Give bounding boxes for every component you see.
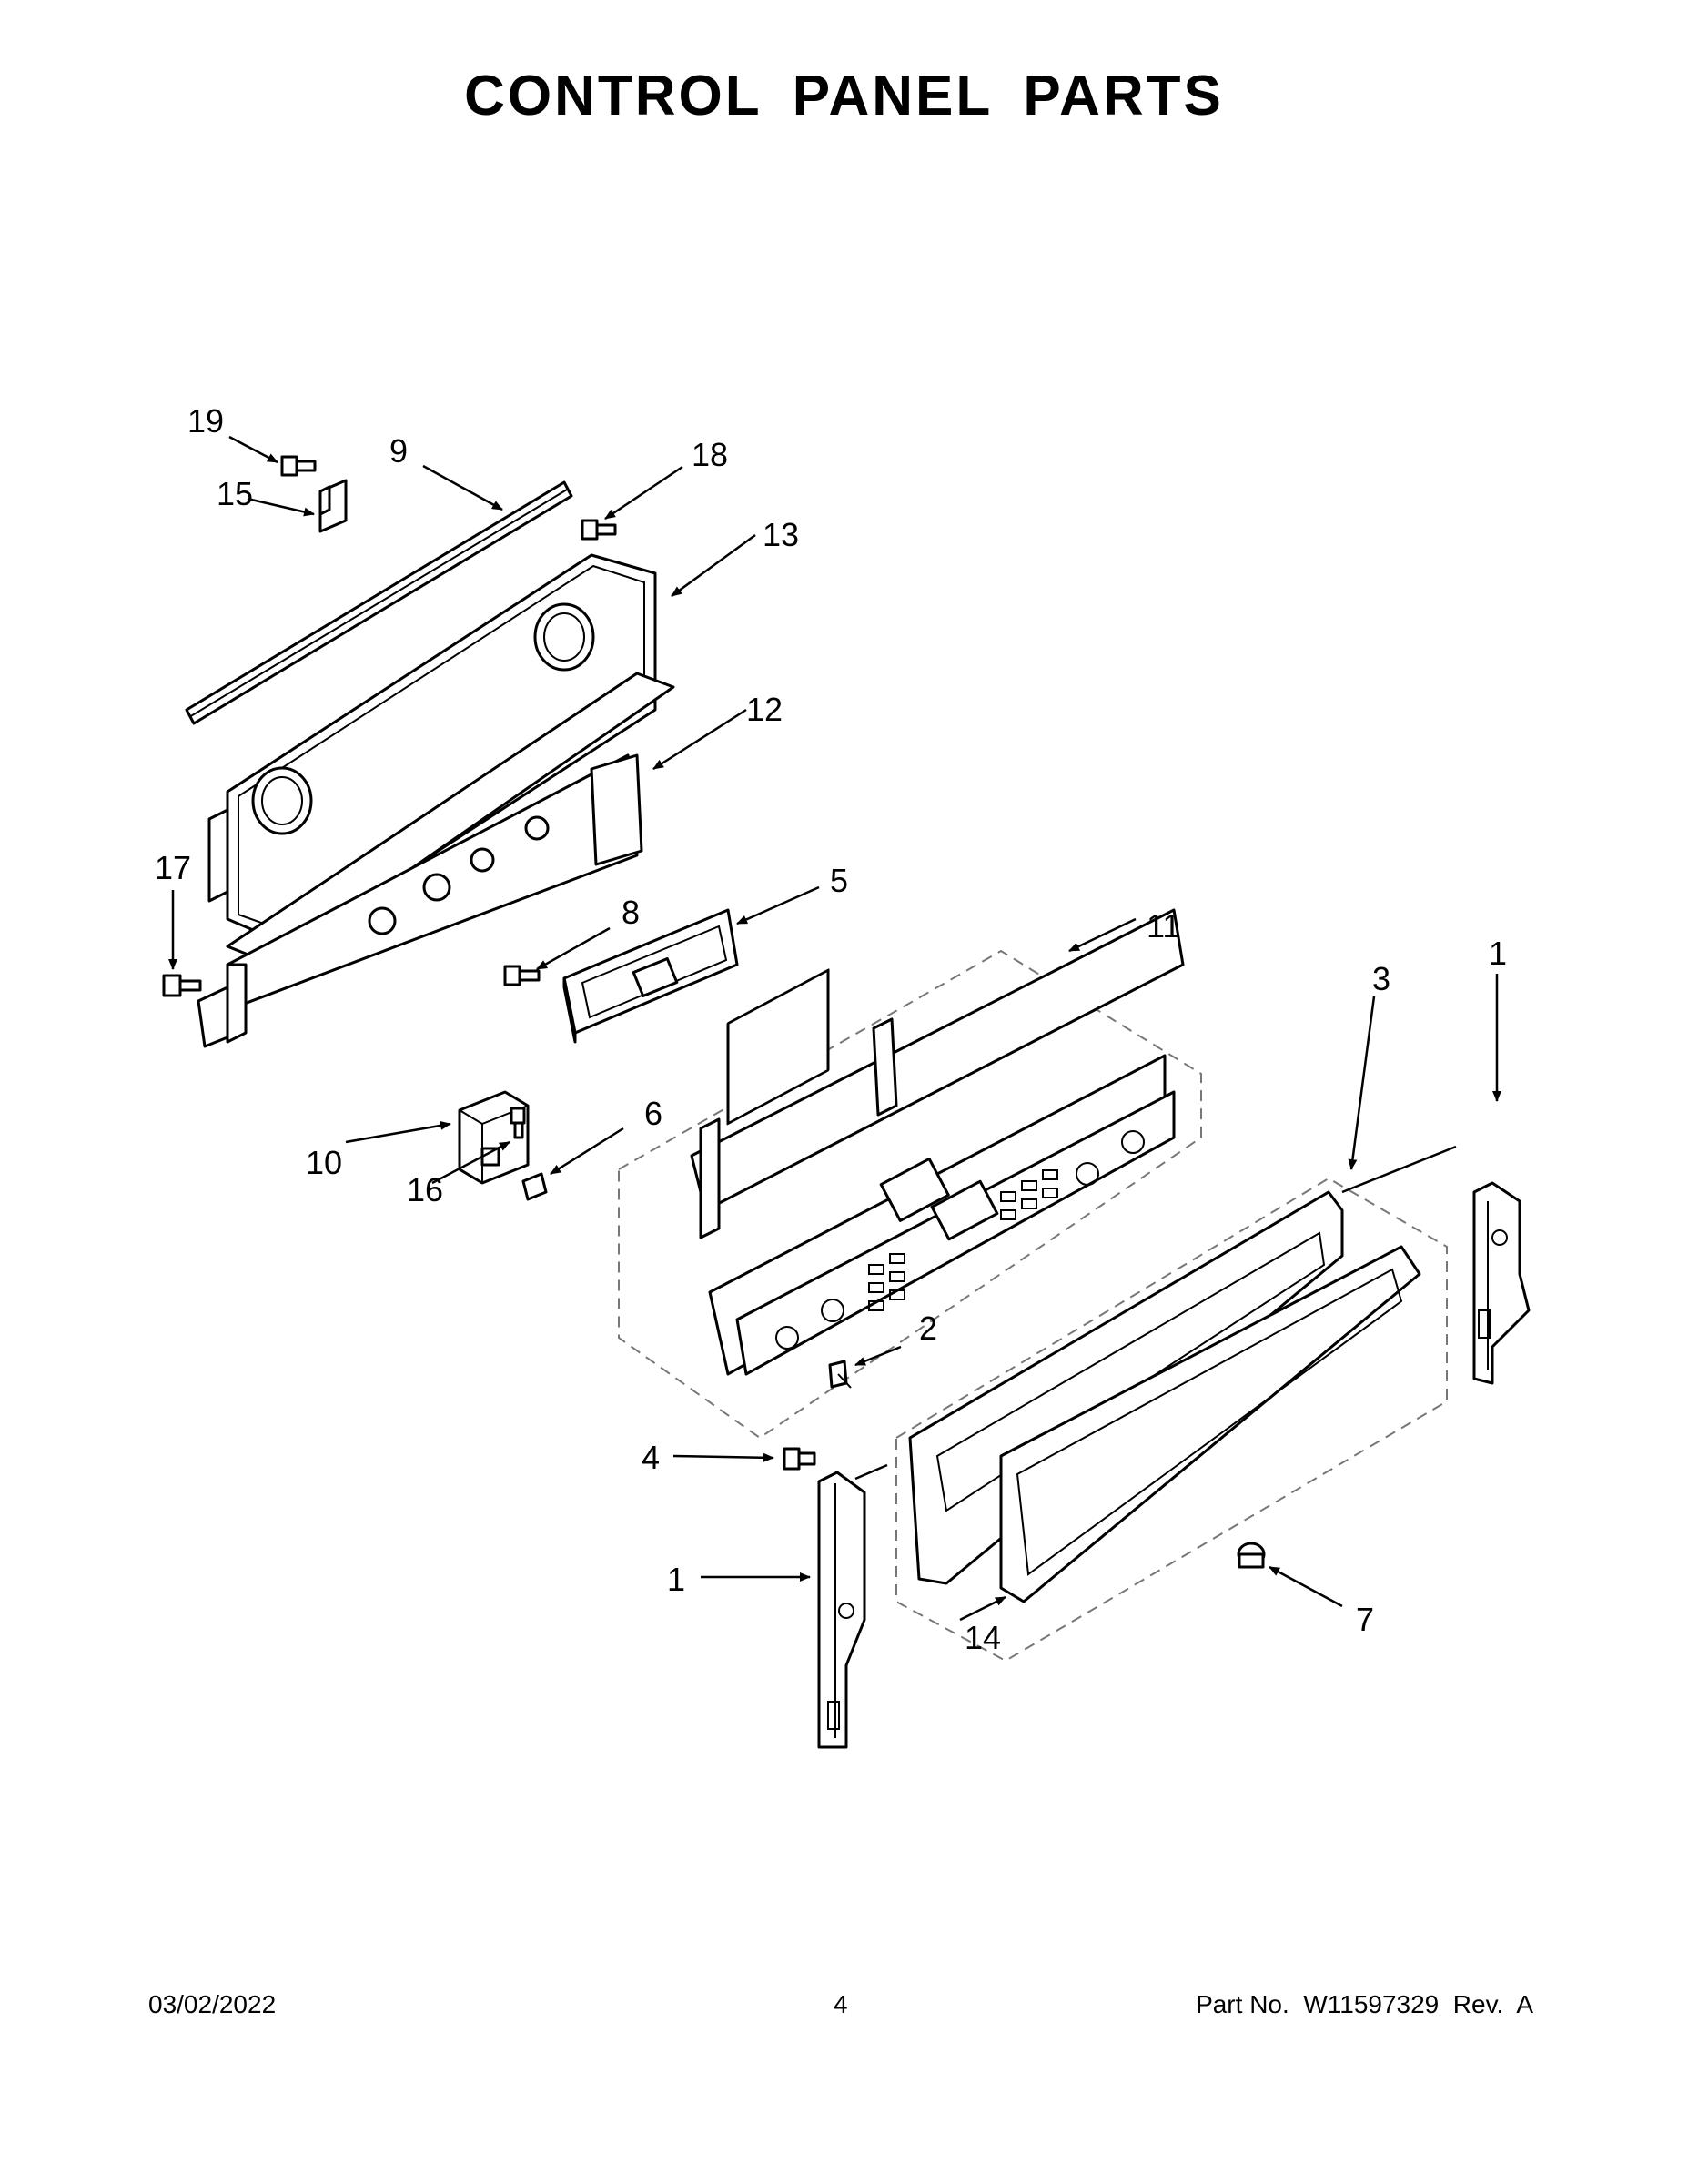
callout-17: 17 <box>155 849 191 886</box>
callout-19: 19 <box>187 402 224 440</box>
button-grid-left <box>868 1253 905 1311</box>
callout-14: 14 <box>965 1619 1001 1656</box>
callout-5: 5 <box>830 862 848 899</box>
callout-2: 2 <box>919 1309 937 1347</box>
part-11-control-panel-assembly <box>618 908 1202 1440</box>
part-17-screw <box>162 974 202 997</box>
part-4-screw <box>783 1447 816 1471</box>
callout-12: 12 <box>746 691 783 728</box>
part-9-trim-strip <box>185 480 573 725</box>
footer-part-number: Part No. W11597329 Rev. A <box>1196 1990 1533 2018</box>
callout-3: 3 <box>1372 960 1390 997</box>
part-1-side-bracket-right <box>1472 1181 1531 1385</box>
callout-11: 11 <box>1147 907 1180 945</box>
callout-6: 6 <box>644 1095 662 1132</box>
callout-10: 10 <box>306 1144 342 1181</box>
part-6-clip <box>521 1172 548 1201</box>
button-grid-right <box>1000 1169 1058 1220</box>
callouts: 19 15 9 18 13 12 17 5 8 11 1 3 10 16 6 2… <box>155 402 1507 1656</box>
part-13-console-back-panel <box>207 553 657 948</box>
callout-9: 9 <box>389 432 408 470</box>
callout-1-top: 1 <box>1489 935 1507 972</box>
part-14-frame <box>999 1245 1421 1603</box>
callout-16: 16 <box>407 1171 443 1208</box>
part-15-bracket <box>318 479 348 533</box>
part-19-screw <box>280 455 317 477</box>
leader-lines <box>168 435 1501 1622</box>
callout-15: 15 <box>217 475 253 512</box>
callout-4: 4 <box>642 1439 660 1476</box>
callout-7: 7 <box>1356 1601 1374 1638</box>
callout-8: 8 <box>622 894 640 931</box>
callout-13: 13 <box>763 516 799 553</box>
part-16-screw <box>510 1107 526 1139</box>
part-12-console-shroud <box>197 672 675 1048</box>
part-7-knob <box>1237 1542 1266 1569</box>
footer-date: 03/02/2022 <box>148 1990 277 2018</box>
page-title: CONTROL PANEL PARTS <box>464 65 1224 127</box>
part-8-screw <box>503 965 541 986</box>
part-1-side-bracket-left <box>817 1471 866 1749</box>
callout-18: 18 <box>692 436 728 473</box>
footer-page-number: 4 <box>834 1990 848 2018</box>
part-18-screw <box>581 519 617 541</box>
part-2-screw <box>828 1360 852 1389</box>
callout-1-bottom: 1 <box>667 1561 685 1598</box>
part-5-control-board <box>562 908 739 1044</box>
